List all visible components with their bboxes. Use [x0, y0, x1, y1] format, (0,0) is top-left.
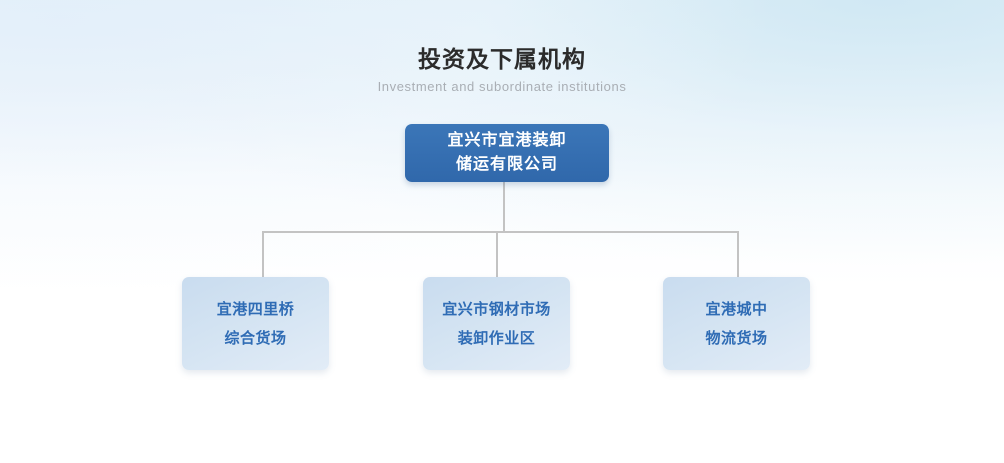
connector-horizontal-bus	[262, 231, 739, 233]
org-node-root[interactable]: 宜兴市宜港装卸 储运有限公司	[405, 124, 609, 182]
connector-drop-child-3	[737, 231, 739, 277]
org-node-child-1[interactable]: 宜港四里桥 综合货场	[182, 277, 329, 370]
page-title: 投资及下属机构	[418, 46, 586, 72]
connector-drop-child-1	[262, 231, 264, 277]
org-node-child-2-line-2: 装卸作业区	[457, 329, 536, 347]
connector-drop-child-2	[496, 231, 498, 277]
page-heading: 投资及下属机构 Investment and subordinate insti…	[0, 44, 1004, 96]
org-node-child-1-line-1: 宜港四里桥	[216, 300, 295, 318]
org-node-child-1-line-2: 综合货场	[224, 329, 287, 347]
org-node-child-3-line-2: 物流货场	[705, 329, 768, 347]
org-node-root-line-2: 储运有限公司	[455, 156, 558, 173]
connector-root-stem	[503, 182, 505, 232]
org-node-child-3[interactable]: 宜港城中 物流货场	[663, 277, 810, 370]
org-node-child-2-line-1: 宜兴市钢材市场	[442, 300, 551, 318]
org-node-child-2[interactable]: 宜兴市钢材市场 装卸作业区	[423, 277, 570, 370]
page-subtitle: Investment and subordinate institutions	[377, 79, 627, 94]
org-node-child-3-line-1: 宜港城中	[705, 300, 768, 318]
org-node-root-line-1: 宜兴市宜港装卸	[447, 132, 567, 149]
